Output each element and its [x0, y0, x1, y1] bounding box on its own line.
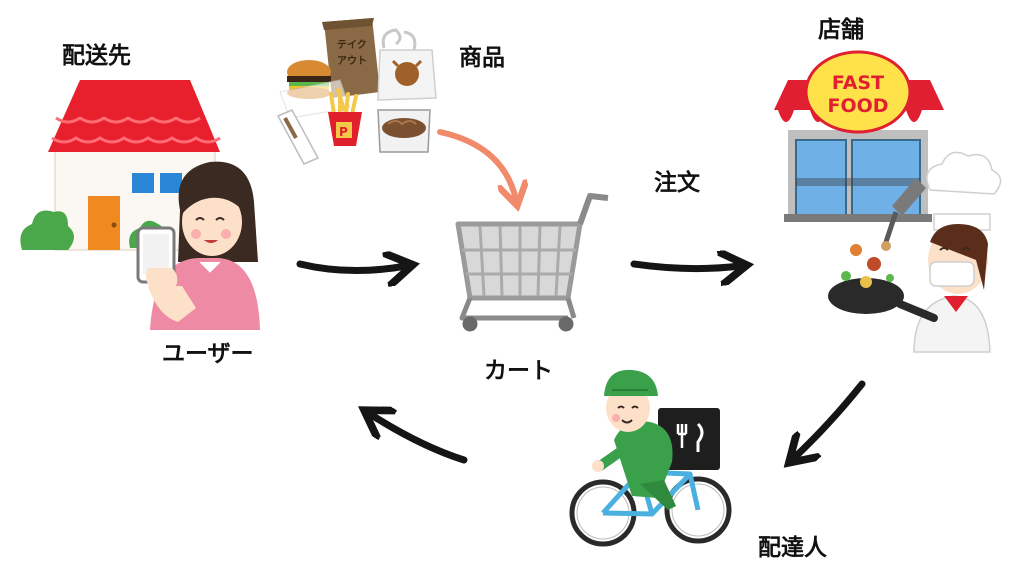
chef-icon [828, 151, 1002, 353]
bag-text-2: アウト [337, 55, 367, 67]
destination-label: 配送先 [62, 43, 131, 69]
order-label: 注文 [654, 170, 700, 196]
user-label: ユーザー [162, 341, 254, 367]
cart-to-store-arrow [630, 264, 740, 269]
delivery-bicycle-icon [569, 369, 732, 547]
store-label: 店舗 [818, 17, 864, 43]
bag-text-1: テイク [337, 39, 367, 51]
products-to-cart-arrow [437, 129, 516, 200]
woman-phone-icon [136, 161, 260, 330]
store-to-courier-arrow [794, 380, 866, 458]
takeout-food-icon: テイク アウト P [276, 18, 437, 165]
store-sign-line-1: FAST [832, 72, 884, 94]
shopping-cart-icon [455, 193, 609, 332]
courier-to-user-arrow [370, 414, 468, 464]
store-sign-line-2: FOOD [827, 95, 888, 117]
cart-label: カート [484, 358, 553, 384]
fries-letter: P [339, 125, 348, 139]
user-to-cart-arrow [296, 264, 406, 271]
courier-label: 配達人 [758, 535, 827, 561]
house-icon [20, 80, 221, 251]
fast-food-store-icon: FAST FOOD [774, 50, 944, 222]
products-label: 商品 [459, 45, 505, 71]
